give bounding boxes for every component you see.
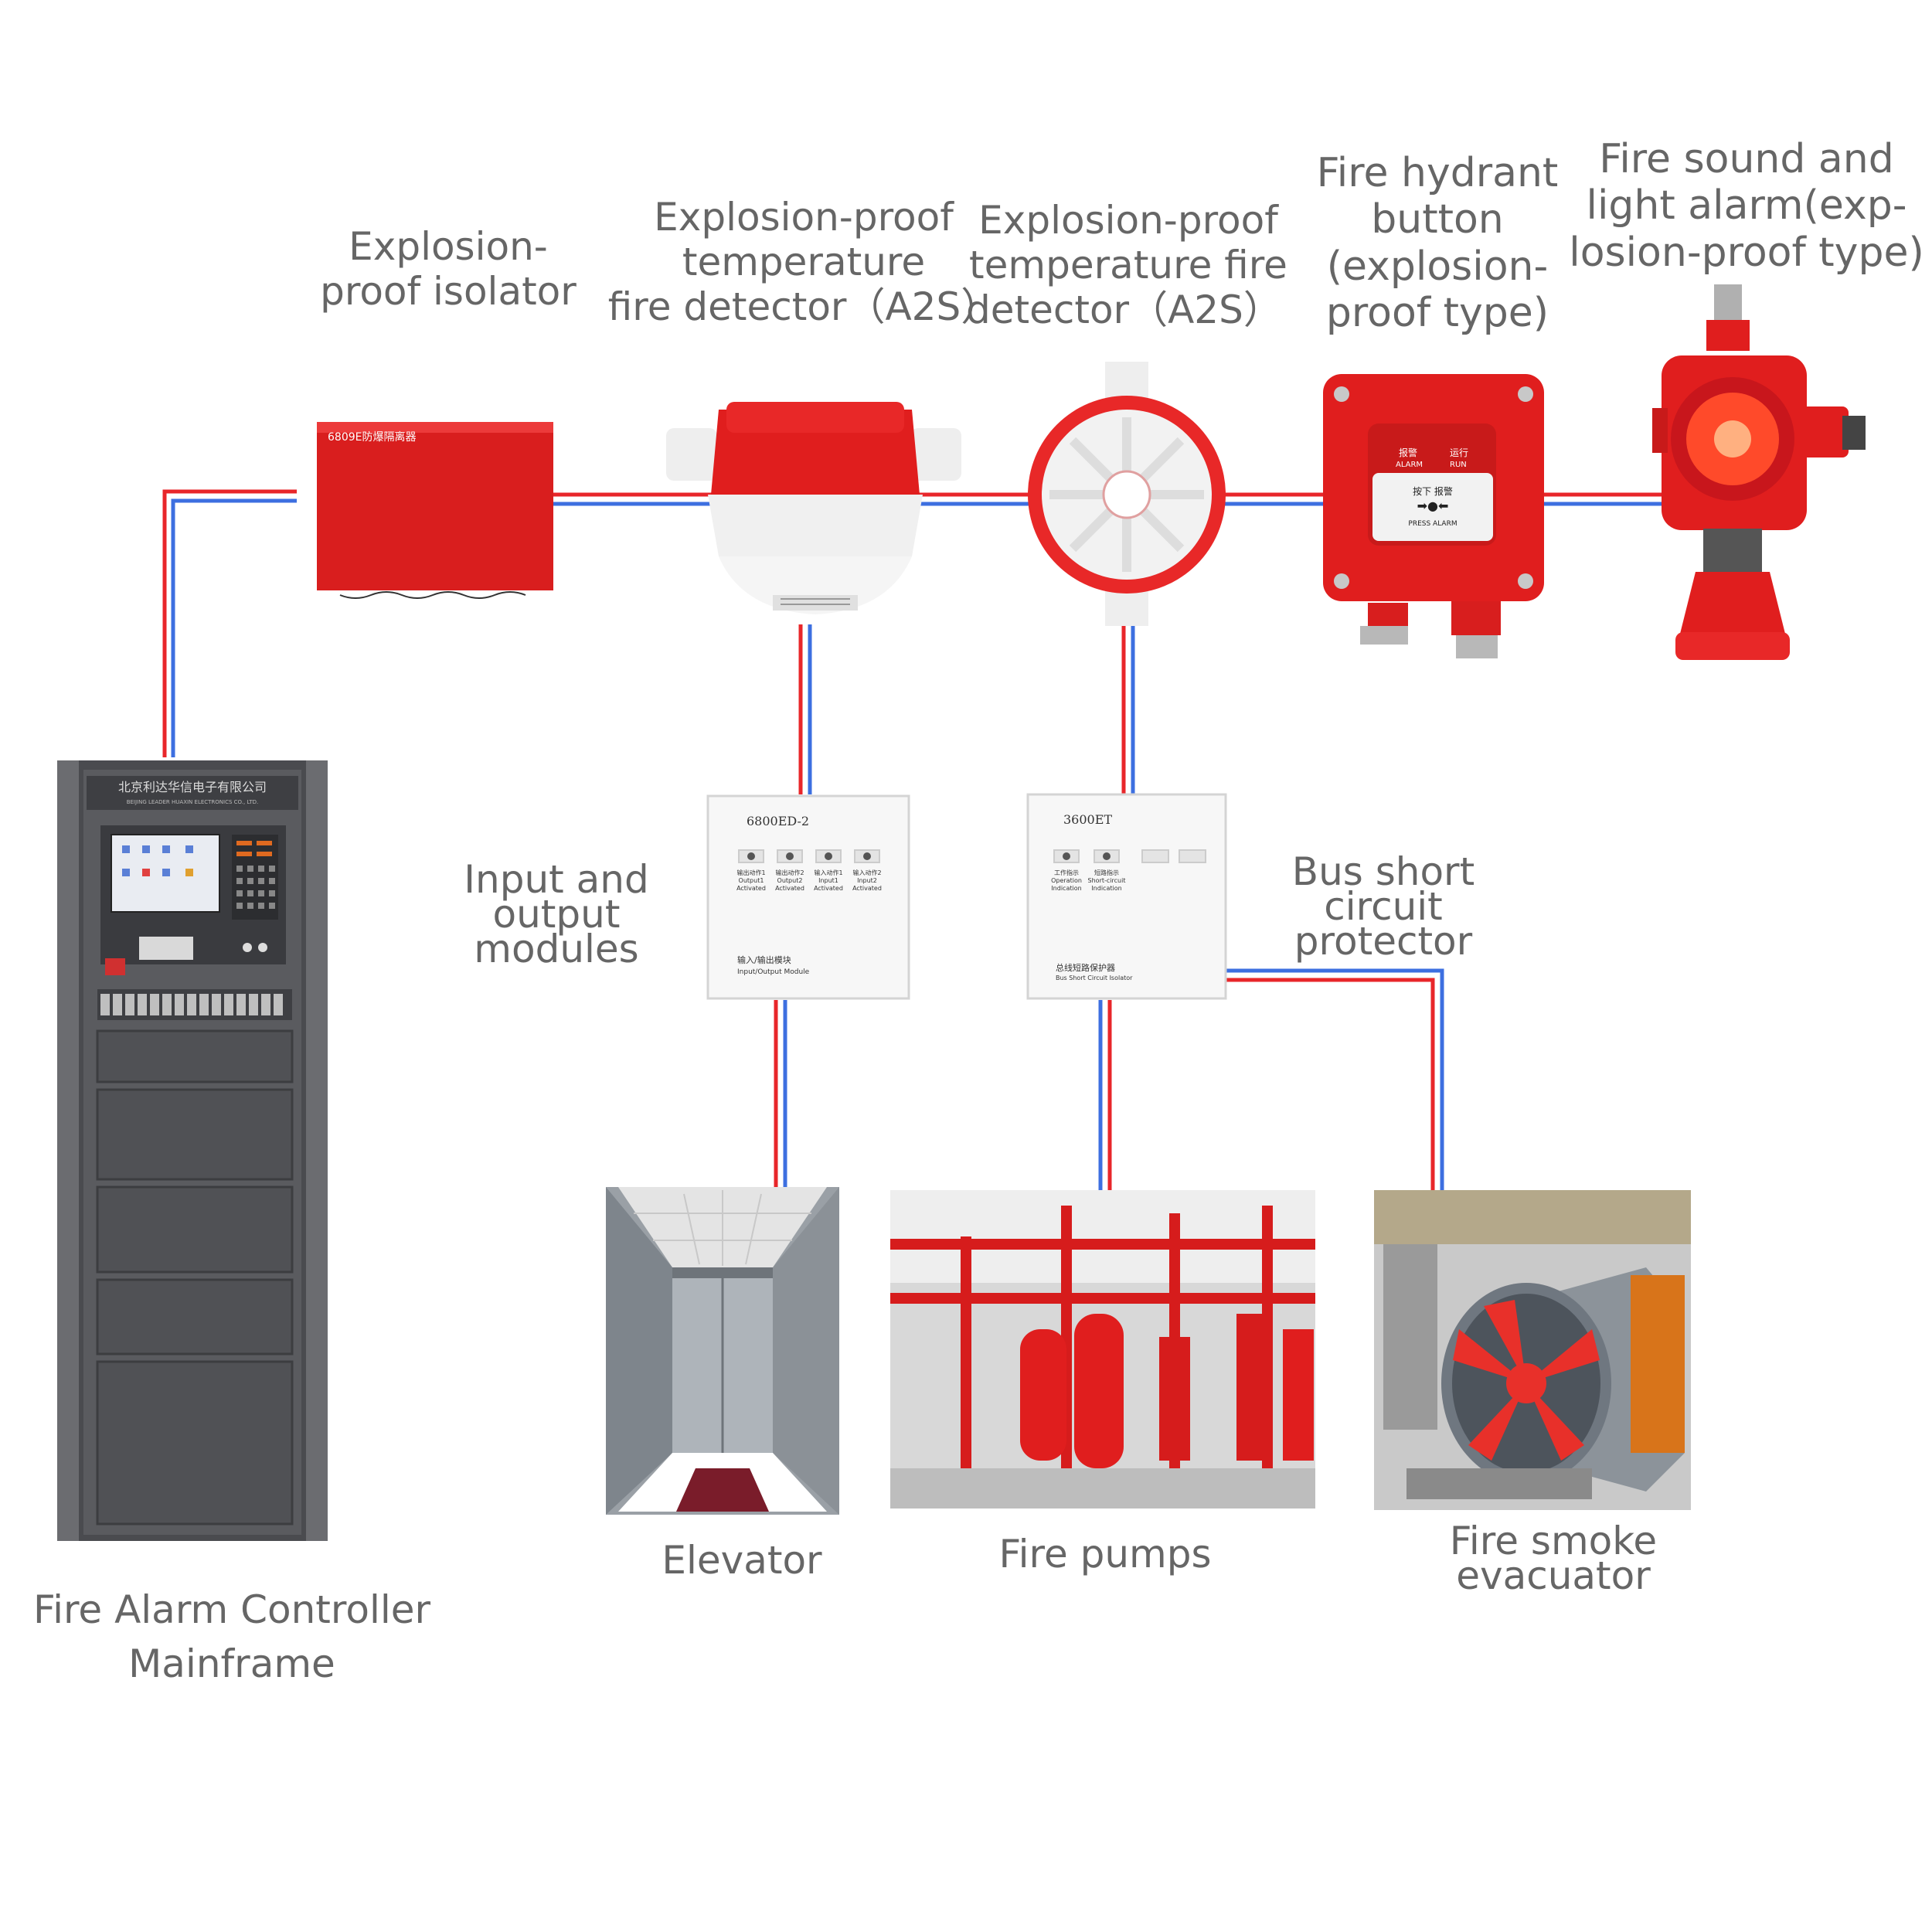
bus-model-text: 3600ET	[1063, 812, 1112, 827]
io-led-label-1-1: 输出动作1	[736, 869, 765, 876]
controller-company-cn: 北京利达华信电子有限公司	[118, 780, 267, 794]
isolator-model-text: 6809E防爆隔离器	[328, 430, 416, 444]
smoke-evacuator-photo	[1374, 1190, 1691, 1510]
hydrant-run-en: RUN	[1450, 461, 1467, 469]
io-led-label-1-2: Output1	[739, 877, 764, 884]
label-detector2-line1: Explosion-proof	[978, 198, 1278, 243]
label-detector1-line3: fire detector（A2S）	[607, 284, 1000, 329]
bus-led-dot-1	[1063, 852, 1070, 860]
io-name-cn: 输入/输出模块	[737, 954, 791, 965]
label-hydrant-line1: Fire hydrant	[1316, 150, 1559, 196]
label-controller-line1: Fire Alarm Controller	[32, 1587, 431, 1632]
elevator-photo	[606, 1187, 839, 1515]
io-led-dot-2	[786, 852, 794, 860]
label-detector2-line2: temperature fire	[969, 243, 1287, 287]
hydrant-press-en: PRESS ALARM	[1408, 520, 1457, 528]
io-led-label-4-1: 输入动作2	[852, 869, 881, 876]
label-controller-line2: Mainframe	[128, 1641, 335, 1686]
label-evacuator-line1: Fire smoke	[1449, 1519, 1658, 1563]
label-detector1-line2: temperature	[682, 240, 926, 284]
label-sound-light-alarm: Fire sound and light alarm(exp- losion-p…	[1569, 136, 1924, 276]
hydrant-alarm-cn: 报警	[1399, 447, 1417, 458]
bus-name-en: Bus Short Circuit Isolator	[1056, 975, 1133, 981]
sound-light-alarm-device	[1652, 284, 1866, 660]
label-io-modules: Input and output modules	[394, 857, 719, 971]
label-alarm-line3: losion-proof type)	[1569, 229, 1924, 276]
bus-led-label-2-1: 短路指示	[1094, 869, 1119, 876]
hydrant-press-cn: 按下 报警	[1413, 485, 1453, 497]
bus-led-dot-2	[1103, 852, 1111, 860]
io-led-label-4-3: Activated	[852, 885, 882, 892]
bus-short-circuit-protector-device: 3600ET 工作指示OperationIndication短路指示Short-…	[1026, 793, 1227, 1000]
io-led-label-3-2: Input1	[818, 877, 838, 884]
io-led-label-2-1: 输出动作2	[775, 869, 804, 876]
label-controller: Fire Alarm Controller Mainframe	[15, 1583, 448, 1691]
label-smoke-evacuator: Fire smoke evacuator	[1406, 1519, 1700, 1598]
io-led-label-2-2: Output2	[777, 877, 803, 884]
wire-bus-evacuator-red	[1226, 978, 1435, 1190]
label-elevator-line1: Elevator	[662, 1538, 822, 1583]
io-led-label-4-2: Input2	[857, 877, 877, 884]
label-detector-2: Explosion-proof temperature fire detecto…	[966, 198, 1291, 332]
io-led-dot-3	[825, 852, 832, 860]
explosion-proof-detector-2-device	[1028, 362, 1226, 626]
label-evacuator-line2: evacuator	[1456, 1553, 1651, 1598]
label-hydrant-line3: (explosion-	[1326, 243, 1549, 290]
label-isolator: Explosion- proof isolator	[309, 224, 587, 314]
label-detector1-line1: Explosion-proof	[654, 195, 954, 240]
bus-led-label-2-2: Short-circuit	[1088, 877, 1126, 884]
fire-alarm-controller-cabinet: 北京利达华信电子有限公司 BEIJING LEADER HUAXIN ELECT…	[57, 760, 328, 1541]
label-hydrant-button: Fire hydrant button (explosion- proof ty…	[1298, 150, 1577, 336]
label-isolator-line2: proof isolator	[320, 269, 577, 314]
bus-led-label-1-2: Operation	[1051, 877, 1082, 884]
io-led-label-2-3: Activated	[775, 885, 804, 892]
explosion-proof-isolator-device: 6809E防爆隔离器	[317, 422, 553, 599]
hydrant-run-cn: 运行	[1450, 447, 1468, 458]
label-io-line2: modules	[474, 927, 639, 971]
label-bus-line1: Bus short circuit	[1291, 849, 1475, 929]
label-pumps-line1: Fire pumps	[998, 1532, 1212, 1577]
controller-company-en: BEIJING LEADER HUAXIN ELECTRONICS CO., L…	[127, 799, 259, 805]
label-detector-1: Explosion-proof temperature fire detecto…	[603, 195, 1005, 329]
bus-name-cn: 总线短路保护器	[1056, 962, 1115, 973]
label-detector2-line3: detector（A2S）	[966, 287, 1282, 332]
label-alarm-line1: Fire sound and	[1599, 136, 1894, 182]
label-elevator: Elevator	[618, 1538, 866, 1583]
io-led-label-1-3: Activated	[736, 885, 766, 892]
io-led-label-3-3: Activated	[814, 885, 843, 892]
bus-led-group: 工作指示OperationIndication短路指示Short-circuit…	[1051, 849, 1126, 892]
wire-bus-evacuator-blue	[1226, 968, 1444, 1190]
io-model-text: 6800ED-2	[747, 814, 809, 828]
label-isolator-line1: Explosion-	[349, 224, 548, 269]
label-bus-line2: protector	[1294, 919, 1473, 964]
label-hydrant-line4: proof type)	[1325, 289, 1549, 336]
bus-led-label-2-3: Indication	[1091, 885, 1121, 892]
io-name-en: Input/Output Module	[737, 968, 810, 976]
wire-controller-isolator-blue	[171, 498, 297, 757]
input-output-module-device: 6800ED-2 输出动作1Output1Activated输出动作2Outpu…	[706, 794, 910, 1000]
io-led-dot-1	[747, 852, 755, 860]
label-bus-protector: Bus short circuit protector	[1229, 849, 1538, 964]
label-io-line1: Input and output	[464, 857, 649, 937]
label-fire-pumps: Fire pumps	[958, 1532, 1252, 1577]
wire-controller-isolator-red	[162, 489, 297, 757]
io-led-label-3-1: 输入动作1	[814, 869, 842, 876]
fire-pumps-photo	[890, 1190, 1315, 1509]
label-hydrant-line2: button	[1371, 196, 1504, 243]
io-led-dot-4	[863, 852, 871, 860]
label-alarm-line2: light alarm(exp-	[1586, 182, 1907, 230]
io-led-group: 输出动作1Output1Activated输出动作2Output2Activat…	[736, 849, 882, 892]
hydrant-alarm-en: ALARM	[1396, 461, 1423, 469]
fire-hydrant-button-device: 报警 ALARM 运行 RUN 按下 报警 ➡●⬅ PRESS ALARM	[1323, 374, 1544, 658]
bus-led-label-1-3: Indication	[1051, 885, 1081, 892]
explosion-proof-detector-1-device	[666, 402, 961, 614]
bus-led-label-1-1: 工作指示	[1054, 869, 1079, 876]
hydrant-arrow-icon: ➡●⬅	[1417, 498, 1449, 513]
